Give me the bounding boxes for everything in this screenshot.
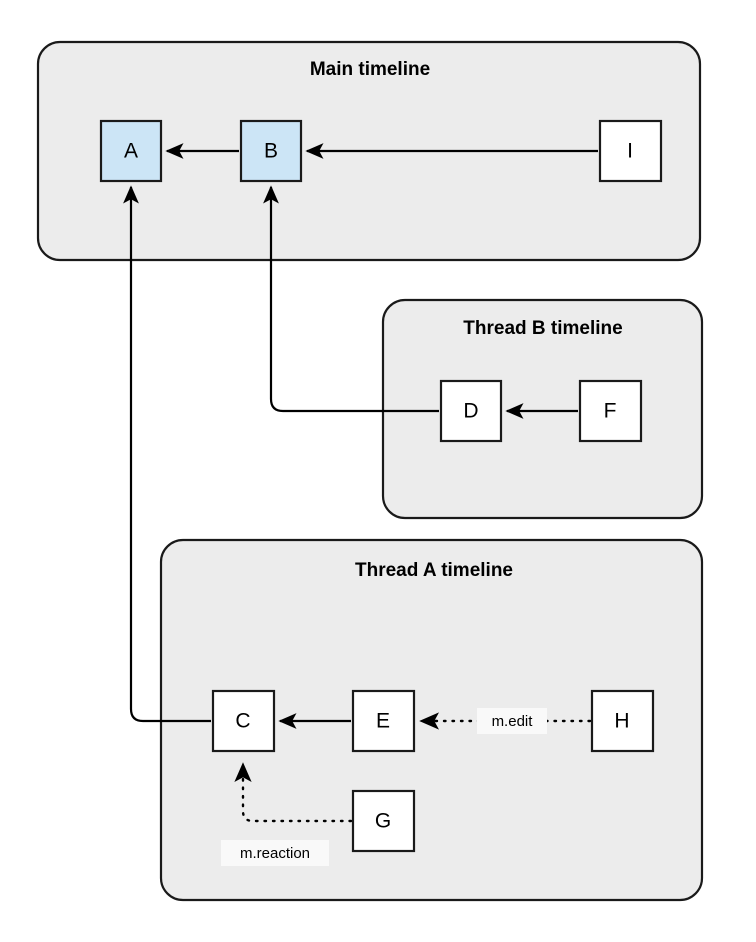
node-E[interactable]: E: [351, 689, 416, 753]
node-G-label: G: [375, 810, 391, 833]
node-H-label: H: [614, 710, 629, 733]
node-D-box[interactable]: [439, 379, 503, 443]
node-E-label: E: [376, 710, 390, 733]
node-C-box[interactable]: [211, 689, 276, 753]
node-C-label: C: [235, 710, 250, 733]
node-A-box[interactable]: [99, 119, 163, 183]
edge-label-m-edit-text: m.edit: [492, 713, 534, 730]
node-I-label: I: [627, 140, 633, 163]
node-D-label: D: [463, 400, 478, 423]
edge-label-m-reaction-text: m.reaction: [240, 845, 310, 862]
nodes: A B I D F C E: [99, 119, 663, 853]
group-main-timeline-title: Main timeline: [310, 59, 430, 80]
node-G[interactable]: G: [351, 789, 416, 853]
edge-C-to-A: [123, 185, 211, 723]
edge-label-m-edit: m.edit: [477, 708, 547, 734]
edges: [123, 143, 598, 823]
edge-label-m-reaction: m.reaction: [221, 840, 329, 866]
group-thread-b-timeline-title: Thread B timeline: [463, 318, 622, 339]
edge-labels: m.edit m.reaction: [221, 708, 547, 866]
node-D[interactable]: D: [439, 379, 503, 443]
group-containers: Main timeline Thread B timeline Thread A…: [36, 40, 704, 902]
node-E-box[interactable]: [351, 689, 416, 753]
node-B-box[interactable]: [239, 119, 303, 183]
node-A[interactable]: A: [99, 119, 163, 183]
node-H[interactable]: H: [590, 689, 655, 753]
node-I-box[interactable]: [598, 119, 663, 183]
node-C[interactable]: C: [211, 689, 276, 753]
group-thread-b-timeline: Thread B timeline: [381, 298, 704, 520]
node-B[interactable]: B: [239, 119, 303, 183]
node-B-label: B: [264, 140, 278, 163]
node-F-label: F: [604, 400, 617, 423]
node-I[interactable]: I: [598, 119, 663, 183]
group-thread-b-timeline-box: [381, 298, 704, 520]
node-F-box[interactable]: [578, 379, 643, 443]
edge-label-m-reaction-bg: [221, 840, 329, 866]
node-F[interactable]: F: [578, 379, 643, 443]
node-A-label: A: [124, 140, 138, 163]
edge-D-to-B: [263, 185, 439, 413]
edge-label-m-edit-bg: [477, 708, 547, 734]
node-G-box[interactable]: [351, 789, 416, 853]
node-H-box[interactable]: [590, 689, 655, 753]
group-thread-a-timeline-title: Thread A timeline: [355, 560, 513, 581]
